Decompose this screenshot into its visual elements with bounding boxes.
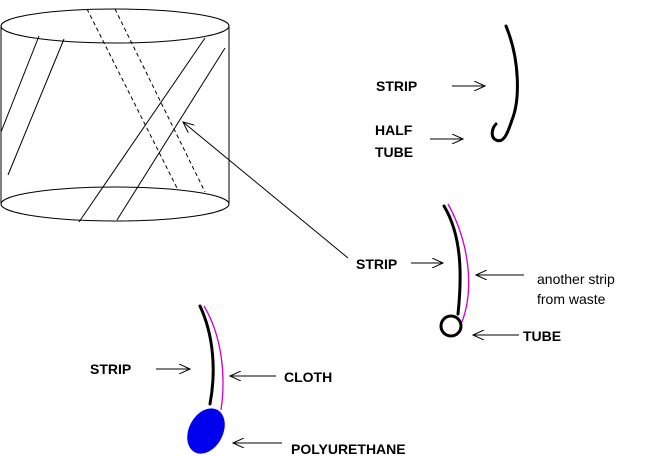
polyurethane-strip-profile <box>187 304 225 454</box>
tube-strip-profile <box>439 203 470 338</box>
polyurethane-blob <box>187 408 225 454</box>
label-another-strip-line1: another strip <box>537 271 615 287</box>
tube-circle <box>439 314 463 338</box>
label-polyurethane: POLYURETHANE <box>291 441 406 456</box>
label-strip-top: STRIP <box>376 78 417 94</box>
strip-middle <box>442 204 462 316</box>
half-tube-strip-profile <box>490 24 519 143</box>
label-cloth: CLOTH <box>284 369 332 385</box>
another-strip-from-waste <box>447 203 470 323</box>
helix-front-edge-1 <box>0 35 40 133</box>
arrow-strip-to-cylinder <box>183 122 349 259</box>
cylinder-bottom-rim <box>0 186 230 222</box>
cloth-strip <box>203 305 224 411</box>
half-tube-strip <box>490 24 519 143</box>
helix-front-edge-4 <box>116 47 226 221</box>
label-another-strip-line2: from waste <box>537 291 606 307</box>
helix-hidden-edge-1 <box>86 8 179 191</box>
helix-front-edge-2 <box>7 38 65 176</box>
label-strip-middle: STRIP <box>356 256 397 272</box>
cylinder <box>0 8 230 223</box>
label-tube-middle: TUBE <box>523 328 561 344</box>
strip-bottom <box>198 304 215 406</box>
label-half: HALF <box>375 122 413 138</box>
label-strip-bottom: STRIP <box>90 361 131 377</box>
cylinder-top-rim <box>0 8 230 44</box>
label-tube-top: TUBE <box>375 144 413 160</box>
helix-hidden-edge-2 <box>114 8 206 193</box>
helix-front-edge-3 <box>78 37 206 223</box>
